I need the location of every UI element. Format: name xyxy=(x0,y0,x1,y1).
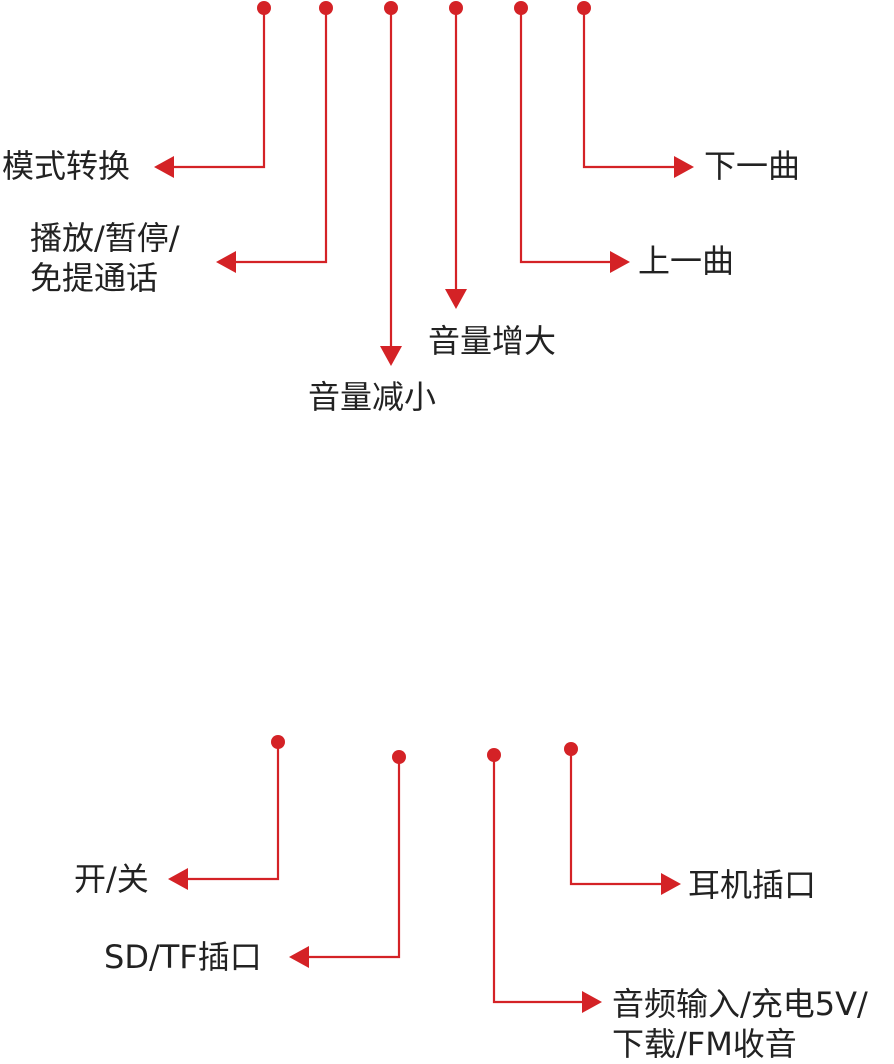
arrowhead-down xyxy=(380,346,402,366)
arrowhead-left xyxy=(216,251,236,273)
arrowhead-right xyxy=(582,991,602,1013)
callout-power xyxy=(168,735,285,890)
label-next-track: 下一曲 xyxy=(704,147,801,185)
callout-volume-down xyxy=(380,1,402,366)
label-mode-switch: 模式转换 xyxy=(2,147,131,185)
arrowhead-right xyxy=(610,251,630,273)
label-audio-input-line2: 下载/FM收音 xyxy=(612,1025,797,1063)
callout-audio-input xyxy=(487,748,602,1013)
callout-mode-switch xyxy=(154,1,271,178)
arrowhead-left xyxy=(289,946,309,968)
label-play-pause-line1: 播放/暂停/ xyxy=(30,219,180,257)
label-power: 开/关 xyxy=(74,860,149,898)
callout-volume-up xyxy=(445,1,467,309)
callout-headphone-jack xyxy=(564,742,681,895)
label-audio-input-line1: 音频输入/充电5V/ xyxy=(612,985,868,1023)
callout-sd-tf-slot xyxy=(289,750,406,968)
arrowhead-left xyxy=(154,156,174,178)
label-play-pause-line2: 免提通话 xyxy=(30,259,159,297)
label-audio-input: 音频输入/充电5V/ 下载/FM收音 xyxy=(612,984,868,1064)
label-sd-tf-slot: SD/TF插口 xyxy=(104,938,262,976)
label-volume-up: 音量增大 xyxy=(428,322,557,360)
label-previous-track: 上一曲 xyxy=(638,242,735,280)
arrowhead-right xyxy=(661,873,681,895)
label-volume-down: 音量减小 xyxy=(308,378,437,416)
callout-previous-track xyxy=(514,1,630,273)
label-headphone-jack: 耳机插口 xyxy=(688,866,817,904)
arrowhead-left xyxy=(168,868,188,890)
arrowhead-down xyxy=(445,289,467,309)
arrowhead-right xyxy=(674,156,694,178)
callout-play-pause xyxy=(216,1,333,273)
callout-next-track xyxy=(577,1,694,178)
label-play-pause: 播放/暂停/ 免提通话 xyxy=(30,218,180,298)
